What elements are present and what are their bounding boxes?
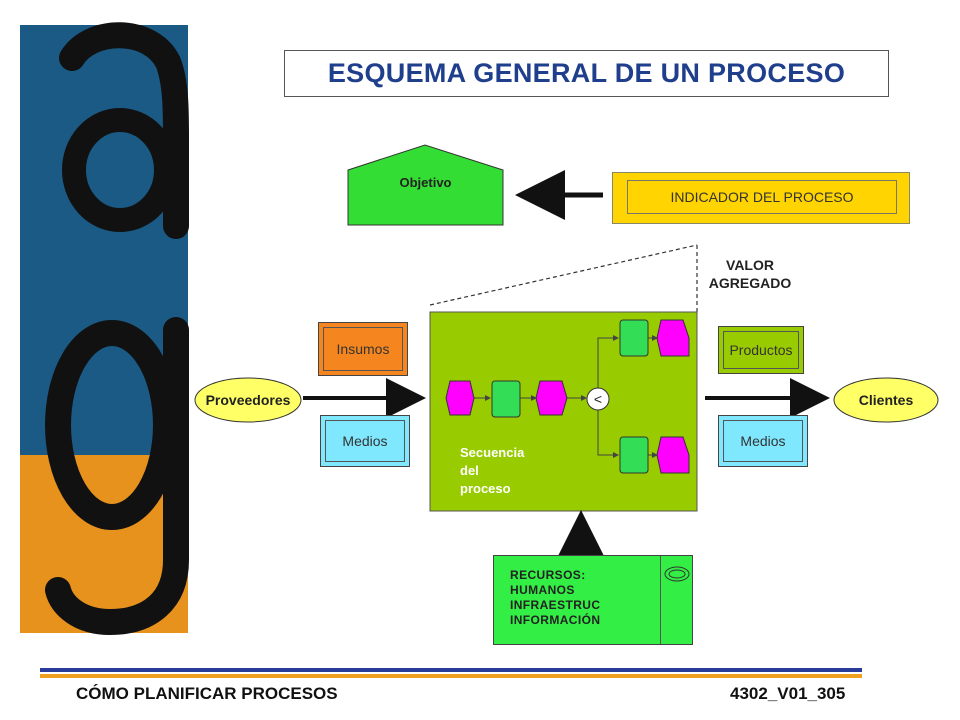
valor-line-2: AGREGADO [708,275,792,291]
footer-title: CÓMO PLANIFICAR PROCESOS [76,684,338,703]
proveedores-node [194,377,302,423]
footer-rule-blue [40,668,862,672]
process-step-top-b [656,319,690,357]
secuencia-label: Secuencia del proceso [460,444,524,498]
medios-input-label: Medios [325,420,405,462]
decision-symbol: < [594,391,602,407]
recursos-line-2: HUMANOS [510,583,575,597]
footer-rule-orange [40,674,862,678]
logo-letter-g [45,317,189,636]
objetivo-label: Objetivo [399,175,452,190]
indicador-box: INDICADOR DEL PROCESO [612,172,910,224]
decision-node [586,387,610,411]
process-step-2 [491,380,521,418]
productos-label: Productos [723,331,799,369]
process-step-bottom-b [656,436,690,474]
insumos-label: Insumos [323,327,403,371]
secuencia-line-3: proceso [460,481,511,496]
recursos-line-3: INFRAESTRUC [510,598,601,612]
secuencia-line-1: Secuencia [460,445,525,460]
eye-icon [664,566,690,582]
clientes-node [833,377,939,423]
process-step-top-a [619,319,649,357]
secuencia-line-2: del [460,463,479,478]
valor-dashed-top [429,244,698,306]
valor-line-1: VALOR [726,257,774,273]
medios-output-label: Medios [723,420,803,462]
medios-input-box: Medios [320,415,410,467]
process-step-bottom-a [619,436,649,474]
footer-code: 4302_V01_305 [730,684,846,703]
process-step-1 [445,380,475,416]
recursos-divider [660,556,661,644]
objetivo-shape [347,144,504,226]
recursos-box: RECURSOS: HUMANOS INFRAESTRUC INFORMACIÓ… [493,555,693,645]
recursos-line-1: RECURSOS: [510,568,586,582]
proveedores-label: Proveedores [206,392,291,408]
productos-box: Productos [718,326,804,374]
process-step-3 [535,380,568,416]
indicador-label: INDICADOR DEL PROCESO [627,180,897,214]
medios-output-box: Medios [718,415,808,467]
clientes-label: Clientes [859,392,914,408]
page-title: ESQUEMA GENERAL DE UN PROCESO [327,58,846,88]
recursos-line-4: INFORMACIÓN [510,613,601,627]
recursos-lines: RECURSOS: HUMANOS INFRAESTRUC INFORMACIÓ… [510,568,600,628]
valor-agregado-label: VALOR AGREGADO [690,256,810,292]
insumos-box: Insumos [318,322,408,376]
ag-logo [20,22,189,636]
title-box: ESQUEMA GENERAL DE UN PROCESO [284,50,889,97]
logo-letter-a [59,22,189,239]
